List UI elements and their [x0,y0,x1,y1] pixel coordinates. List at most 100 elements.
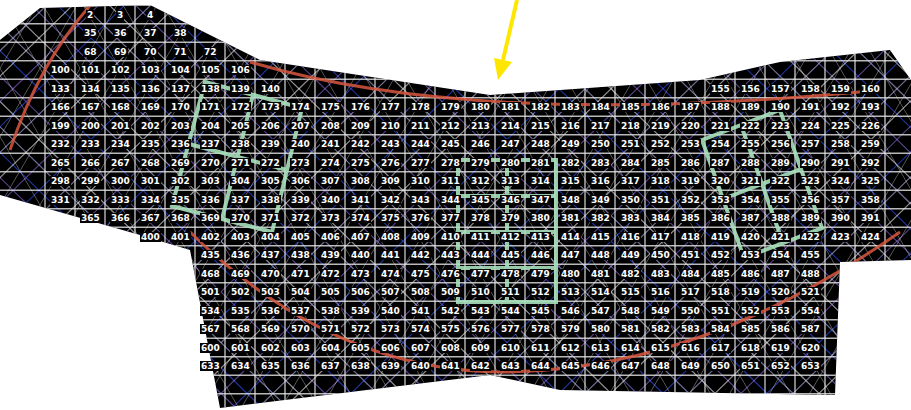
cell-number: 580 [590,324,611,334]
cell-number: 185 [620,102,641,112]
cell-number: 68 [83,47,98,57]
grid-line [0,0,420,410]
cell-number: 349 [590,195,611,205]
cell-number: 170 [170,102,191,112]
cell-number: 241 [320,139,341,149]
cell-number: 159 [830,84,851,94]
cell-number: 200 [80,121,101,131]
cell-number: 484 [680,269,701,279]
cell-number: 203 [170,121,191,131]
cell-number: 406 [320,232,341,242]
cell-number: 190 [770,102,791,112]
cell-number: 512 [530,287,551,297]
cell-number: 347 [530,195,551,205]
cell-number: 535 [230,306,251,316]
cell-number: 175 [320,102,341,112]
cell-number: 284 [620,158,641,168]
cell-number: 233 [80,139,101,149]
cell-number: 643 [500,361,521,371]
cell-number: 325 [860,176,881,186]
cell-number: 603 [290,343,311,353]
cell-number: 246 [470,139,491,149]
cell-number: 202 [140,121,161,131]
cell-number: 2 [86,10,94,20]
cell-number: 636 [290,361,311,371]
grid-line [858,0,911,410]
cell-number: 586 [770,324,791,334]
cell-number: 224 [800,121,821,131]
cell-number: 255 [740,139,761,149]
cell-number: 311 [440,176,461,186]
cell-number: 620 [800,343,821,353]
grid-line [0,0,40,410]
cell-number: 447 [560,250,581,260]
cell-number: 371 [260,213,281,223]
cell-number: 365 [80,213,101,223]
cell-number: 100 [50,65,71,75]
grid-line [344,0,345,410]
green-frames [172,82,822,302]
cell-number: 383 [620,213,641,223]
grid-line [764,0,765,410]
grid-line [374,0,375,410]
cell-number: 600 [200,343,221,353]
grid-line [520,0,911,410]
cell-number: 390 [830,213,851,223]
cell-number: 607 [410,343,431,353]
grid-line [280,0,520,410]
cell-number: 514 [590,287,611,297]
cell-number: 218 [620,121,641,131]
cell-number: 569 [260,324,281,334]
cell-number: 637 [320,361,341,371]
cell-number: 211 [410,121,431,131]
grid-line [676,0,911,410]
cell-number: 239 [260,139,281,149]
grid-line [594,0,911,410]
cell-number: 424 [860,232,881,242]
grid-line [240,0,480,410]
cell-number: 443 [440,250,461,260]
cell-number: 604 [320,343,341,353]
cell-number: 234 [110,139,131,149]
cell-number: 71 [173,47,188,57]
cell-number: 223 [770,121,791,131]
grid-line [0,0,120,410]
grid-line [334,0,754,410]
cell-number: 572 [350,324,371,334]
cell-number: 472 [320,269,341,279]
cell-number: 249 [560,139,581,149]
cell-number: 480 [560,269,581,279]
cell-number: 421 [770,232,791,242]
cell-number: 324 [830,176,851,186]
grid-line [0,0,240,410]
cell-number: 585 [740,324,761,334]
cell-number: 614 [620,343,641,353]
cell-number: 245 [440,139,461,149]
cell-number: 477 [470,269,491,279]
grid-line [204,0,624,410]
grid-line [560,0,800,410]
grid-line [0,227,911,228]
cell-number: 167 [80,102,101,112]
grid-line [80,0,320,410]
cell-number: 304 [230,176,251,186]
cell-number: 568 [230,324,251,334]
cell-number: 215 [530,121,551,131]
grid-line [854,0,911,410]
cell-number: 242 [350,139,371,149]
cell-number: 135 [110,84,131,94]
cell-number: 414 [560,232,581,242]
cell-number: 252 [650,139,671,149]
cell-number: 516 [650,287,671,297]
grid-line [0,208,911,209]
grid-line [480,0,720,410]
cell-number: 615 [650,343,671,353]
cell-number: 36 [113,28,128,38]
cell-number: 409 [410,232,431,242]
cell-number: 257 [800,139,821,149]
cell-number: 481 [590,269,611,279]
cell-number: 537 [290,306,311,316]
cell-number: 483 [650,269,671,279]
cell-number: 391 [860,213,881,223]
